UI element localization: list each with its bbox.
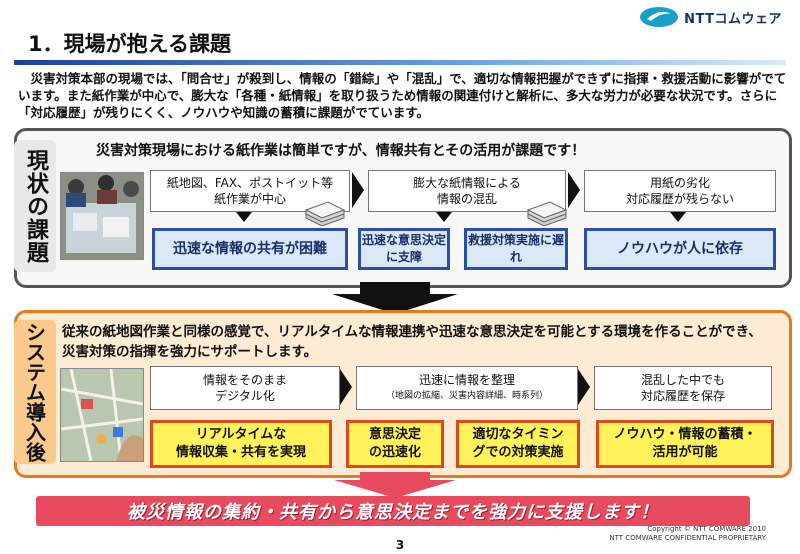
arrow-right-icon <box>340 369 352 405</box>
arrow-down-icon <box>436 212 452 222</box>
footer-notice: Copyright © NTT COMWARE 2010 NTT COMWARE… <box>609 525 766 543</box>
benefit-3-line2: グでの対策実施 <box>472 445 564 460</box>
current-step-1-line2: 紙作業が中心 <box>213 192 286 206</box>
benefit-1-line2: 情報収集・共有を実現 <box>175 445 306 460</box>
after-side-label-box: システム導入後 <box>14 320 56 464</box>
intro-paragraph: 災害対策本部の現場では、「問合せ」が殺到し、情報の「錯綜」や「混乱」で、適切な情… <box>18 70 788 121</box>
current-step-2: 膨大な紙情報による 情報の混乱 <box>368 170 566 212</box>
paper-stack-icon <box>304 201 346 226</box>
after-step-1-line1: 情報をそのまま <box>202 373 287 387</box>
benefit-box-2: 意思決定 の迅速化 <box>346 420 444 468</box>
benefit-box-3: 適切なタイミン グでの対策実施 <box>456 420 580 468</box>
current-step-3: 用紙の劣化 対応履歴が残らない <box>584 170 776 212</box>
current-headline: 災害対策現場における紙作業は簡単ですが、情報共有とその活用が課題です！ <box>96 143 586 159</box>
benefit-3-line1: 適切なタイミン <box>472 427 564 442</box>
current-step-1: 紙地図、FAX、ポストイット等 紙作業が中心 <box>150 170 350 212</box>
benefit-1-line1: リアルタイムな <box>195 427 287 442</box>
benefit-box-4: ノウハウ・情報の蓄積・ 活用が可能 <box>596 420 774 468</box>
benefit-box-1: リアルタイムな 情報収集・共有を実現 <box>150 420 332 468</box>
intro-text: 災害対策本部の現場では、「問合せ」が殺到し、情報の「錯綜」や「混乱」で、適切な情… <box>18 71 787 120</box>
page-number: 3 <box>395 538 405 552</box>
issue-box-1: 迅速な情報の共有が困難 <box>152 228 348 270</box>
logo-text: NTTコムウェア <box>684 11 782 27</box>
current-step-3-line2: 対応履歴が残らない <box>625 192 734 206</box>
map-photo-icon <box>61 369 143 461</box>
after-step-1-line2: デジタル化 <box>215 389 275 403</box>
after-headline: 従来の紙地図作業と同様の感覚で、リアルタイムな情報連携や迅速な意思決定を可能とす… <box>62 324 762 360</box>
copyright-text: Copyright © NTT COMWARE 2010 <box>647 525 766 533</box>
arrow-down-icon <box>236 212 252 222</box>
conclusion-arrow-icon <box>334 472 456 498</box>
current-step-3-line1: 用紙の劣化 <box>649 176 710 190</box>
confidential-text: NTT COMWARE CONFIDENTIAL PROPRIETARY <box>609 534 766 542</box>
after-step-3-line2: 対応履歴を保存 <box>640 389 725 403</box>
current-step-2-line1: 膨大な紙情報による <box>413 176 521 190</box>
current-step-1-line1: 紙地図、FAX、ポストイット等 <box>166 176 334 190</box>
issue-box-2: 迅速な意思決定に支障 <box>358 228 450 270</box>
issue-box-3: 救援対策実施に遅れ <box>464 228 568 270</box>
benefit-2-line2: の迅速化 <box>368 445 421 460</box>
page-title: 1．現場が抱える課題 <box>28 32 231 56</box>
after-step-2: 迅速に情報を整理 （地図の拡縮、災害内容詳細、時系列） <box>356 366 578 410</box>
after-step-3: 混乱した中でも 対応履歴を保存 <box>594 366 772 410</box>
current-step-2-line2: 情報の混乱 <box>436 192 497 206</box>
after-side-label: システム導入後 <box>22 322 47 462</box>
digital-map-photo <box>60 368 144 462</box>
company-logo: NTTコムウェア <box>639 6 782 28</box>
after-step-2-line1: 迅速に情報を整理 <box>418 373 515 387</box>
benefit-2-line1: 意思決定 <box>368 427 421 442</box>
current-side-label: 現状の課題 <box>23 148 48 264</box>
benefit-4-line1: ノウハウ・情報の蓄積・ <box>613 427 757 442</box>
transition-arrow-icon <box>332 282 458 314</box>
paper-stack-icon <box>526 201 568 226</box>
arrow-right-icon <box>578 369 590 405</box>
arrow-right-icon <box>568 172 580 208</box>
conclusion-banner: 被災情報の集約・共有から意思決定までを強力に支援します！ <box>36 496 750 526</box>
issue-box-4: ノウハウが人に依存 <box>584 228 776 270</box>
arrow-down-icon <box>670 212 686 222</box>
after-step-3-line1: 混乱した中でも <box>640 373 725 387</box>
meeting-photo-icon <box>61 173 143 259</box>
title-underline <box>14 60 786 65</box>
benefit-4-line2: 活用が可能 <box>652 445 718 460</box>
after-step-1: 情報をそのまま デジタル化 <box>150 366 340 410</box>
arrow-right-icon <box>352 172 364 208</box>
current-side-label-box: 現状の課題 <box>14 140 56 272</box>
paper-work-photo <box>60 172 144 260</box>
ntt-logo-icon <box>640 7 679 27</box>
after-step-2-sub: （地図の拡縮、災害内容詳細、時系列） <box>385 391 548 401</box>
